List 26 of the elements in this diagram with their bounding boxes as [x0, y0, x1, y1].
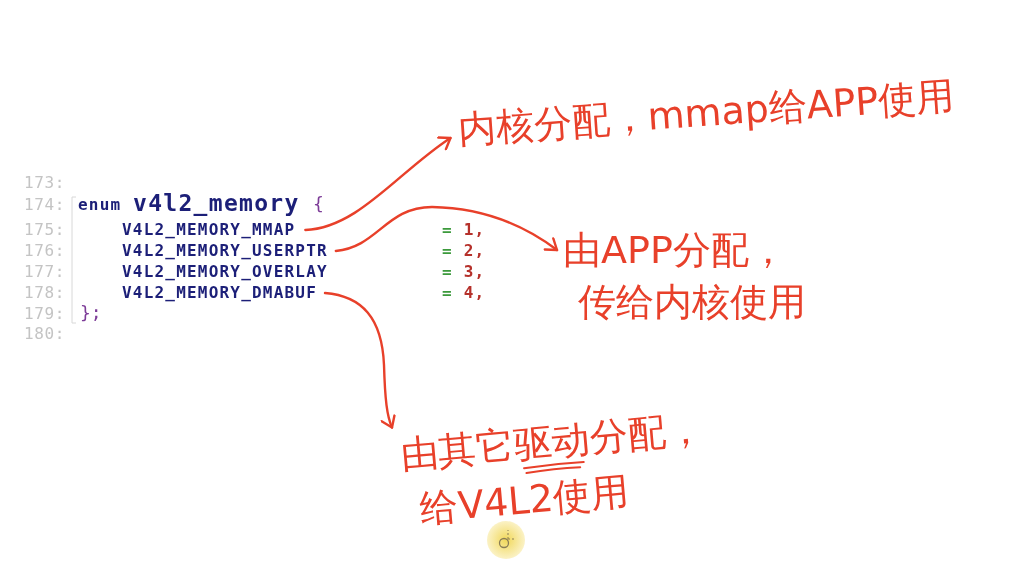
enum-value: = 3, [442, 262, 486, 282]
code-brace: { [313, 194, 324, 214]
line-number: 176: [24, 241, 65, 261]
handwritten-note: 内核分配，mmap给APP使用 [456, 73, 956, 152]
code-brace: }; [80, 303, 102, 323]
line-number: 179: [24, 304, 65, 324]
line-number: 180: [24, 324, 65, 344]
arrow [323, 291, 396, 429]
line-number: 175: [24, 220, 65, 240]
enum-value: = 2, [442, 241, 486, 261]
enum-value: = 4, [442, 283, 486, 303]
line-number: 173: [24, 173, 65, 193]
arrow [304, 136, 452, 232]
line-number: 177: [24, 262, 65, 282]
line-number: 178: [24, 283, 65, 303]
enum-constant: V4L2_MEMORY_MMAP [122, 220, 296, 240]
enum-constant: V4L2_MEMORY_USERPTR [122, 241, 328, 261]
enum-value: = 1, [442, 220, 486, 240]
arrow [334, 205, 559, 253]
handwritten-note: 由其它驱动分配，给V4L2使用 [398, 399, 722, 539]
type-name: v4l2_memory [133, 189, 300, 217]
code-keyword: enum [78, 195, 122, 215]
enum-constant: V4L2_MEMORY_OVERLAY [122, 262, 328, 282]
line-number: 174: [24, 195, 65, 215]
enum-constant: V4L2_MEMORY_DMABUF [122, 283, 317, 303]
handwritten-note: 由APP分配，传给内核使用 [563, 224, 816, 328]
